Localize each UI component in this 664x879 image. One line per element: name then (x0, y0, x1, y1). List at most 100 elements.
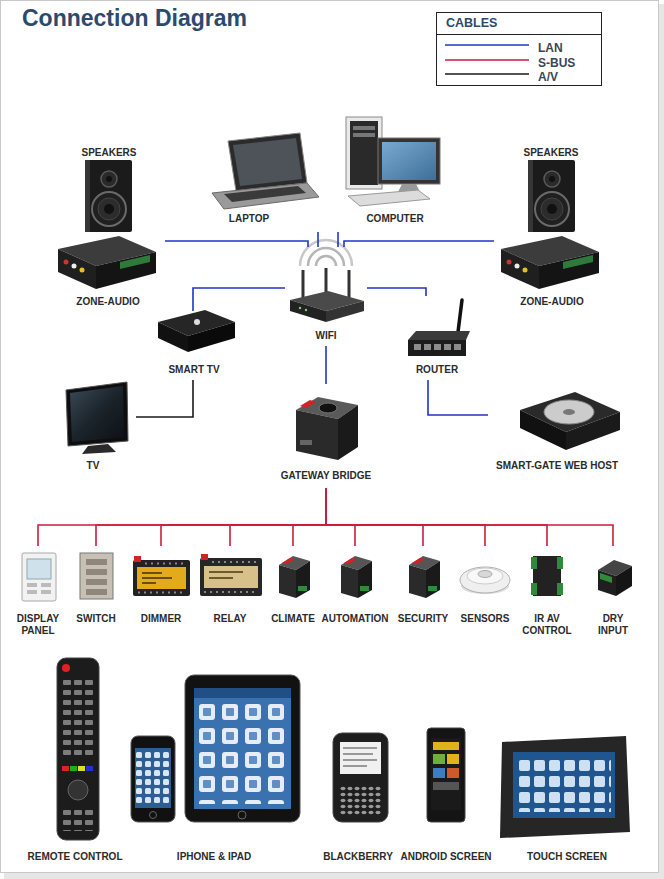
iphone-icon-part (136, 752, 170, 804)
wifi-icon-part (299, 307, 301, 309)
android-icon-part (433, 768, 445, 778)
touch-screen-icon (500, 736, 630, 838)
lan-cable (193, 288, 285, 311)
device-node: SMART-GATE WEB HOST (488, 384, 628, 476)
device-label: ANDROID SCREEN (400, 851, 491, 863)
switch-icon-part (86, 559, 107, 565)
relay-icon (200, 554, 262, 596)
device-node: DRY INPUT (588, 546, 638, 642)
laptop-icon-part (212, 183, 319, 209)
device-label: AUTOMATION (322, 613, 389, 625)
android-icon-part (447, 754, 459, 764)
display-panel-icon-part (41, 583, 51, 587)
legend-line-sample (443, 53, 531, 67)
legend-row: LAN (437, 38, 601, 52)
computer-icon-part (353, 126, 375, 130)
display-panel-icon-part (41, 590, 51, 594)
device-label: COMPUTER (366, 213, 423, 225)
android-icon-part (433, 782, 459, 790)
tv-icon (66, 382, 128, 454)
security-icon (409, 556, 440, 598)
sbus-cable (326, 488, 613, 546)
sbus-cable (38, 488, 326, 546)
device-label: WIFI (315, 330, 336, 342)
device-node: ZONE-AUDIO (52, 234, 165, 311)
device-label: ZONE-AUDIO (520, 296, 583, 308)
router-icon-part (454, 344, 461, 350)
router-icon-part (414, 344, 421, 350)
device-label: DISPLAY PANEL (15, 613, 61, 636)
diagram-title: Connection Diagram (22, 4, 247, 32)
dimmer-icon-part (137, 567, 186, 589)
relay-icon-part (201, 554, 208, 560)
blackberry-icon-part (343, 753, 373, 755)
speaker-icon (528, 160, 575, 232)
wifi-icon-part (302, 270, 305, 298)
device-label: SMART TV (168, 364, 219, 376)
dimmer-icon-part (142, 582, 156, 584)
relay-icon-part (209, 577, 233, 579)
switch-icon-part (80, 553, 113, 599)
blackberry-icon-part (340, 742, 381, 774)
switch-icon (80, 553, 113, 599)
legend-text: LAN (538, 41, 563, 55)
lan-cable (337, 232, 339, 247)
wifi-icon-part (326, 301, 364, 322)
ir-av-control-icon-part (557, 583, 563, 595)
laptop-icon (212, 133, 319, 209)
web-host-icon (520, 392, 620, 450)
dimmer-icon (133, 556, 190, 596)
dimmer-icon-part (138, 592, 186, 594)
router-icon-part (408, 331, 470, 340)
device-label: GATEWAY BRIDGE (281, 470, 371, 482)
tv-icon-part (82, 444, 116, 454)
legend-text: S-BUS (538, 56, 575, 70)
remote-control-icon-part (63, 806, 94, 831)
android-icon-part (433, 742, 459, 750)
remote-control-icon-part (62, 766, 69, 771)
remote-control-icon-part (70, 766, 77, 771)
ipad-icon-part (238, 811, 246, 819)
device-label: DRY INPUT (595, 613, 631, 636)
smart-tv-icon-part (194, 319, 200, 325)
device-label: IPHONE & IPAD (177, 851, 251, 863)
sbus-cable (96, 488, 326, 546)
relay-icon-part (212, 561, 258, 563)
gateway-bridge-icon-part (338, 405, 358, 460)
router-icon (408, 300, 470, 356)
device-label: SMART-GATE WEB HOST (496, 460, 618, 472)
device-node: TOUCH SCREEN (496, 652, 638, 868)
android-icon-part (447, 768, 459, 778)
dimmer-icon-part (134, 556, 141, 562)
android-icon-part (431, 738, 461, 810)
lan-cable (428, 380, 488, 415)
ir-av-control-icon-part (533, 556, 561, 596)
gateway-bridge-icon-part (300, 400, 316, 408)
device-node: SENSORS (457, 546, 513, 642)
device-node: WIFI (285, 247, 367, 346)
lan-cable (165, 241, 308, 247)
laptop-icon-part (233, 138, 302, 186)
lan-cable (317, 232, 319, 247)
device-node: ZONE-AUDIO (494, 234, 614, 311)
ipad-icon-part (199, 704, 289, 804)
relay-icon-part (204, 591, 258, 593)
computer-icon-part (382, 142, 436, 180)
dry-input-icon-part (616, 566, 632, 596)
device-node: TV (56, 378, 136, 476)
device-label: SWITCH (76, 613, 115, 625)
dimmer-icon-part (133, 560, 190, 596)
ir-av-control-icon-part (531, 557, 537, 569)
automation-icon (341, 556, 372, 598)
remote-control-icon-part (78, 766, 85, 771)
legend-header: CABLES (437, 13, 601, 35)
web-host-icon-part (544, 400, 594, 424)
sbus-cable (326, 488, 547, 546)
device-label: RELAY (214, 613, 247, 625)
blackberry-icon-part (343, 765, 367, 767)
wifi-icon-part (308, 248, 344, 266)
ir-av-control-icon-part (557, 557, 563, 569)
legend-line (445, 73, 529, 75)
device-node: DISPLAY PANEL (12, 546, 64, 642)
